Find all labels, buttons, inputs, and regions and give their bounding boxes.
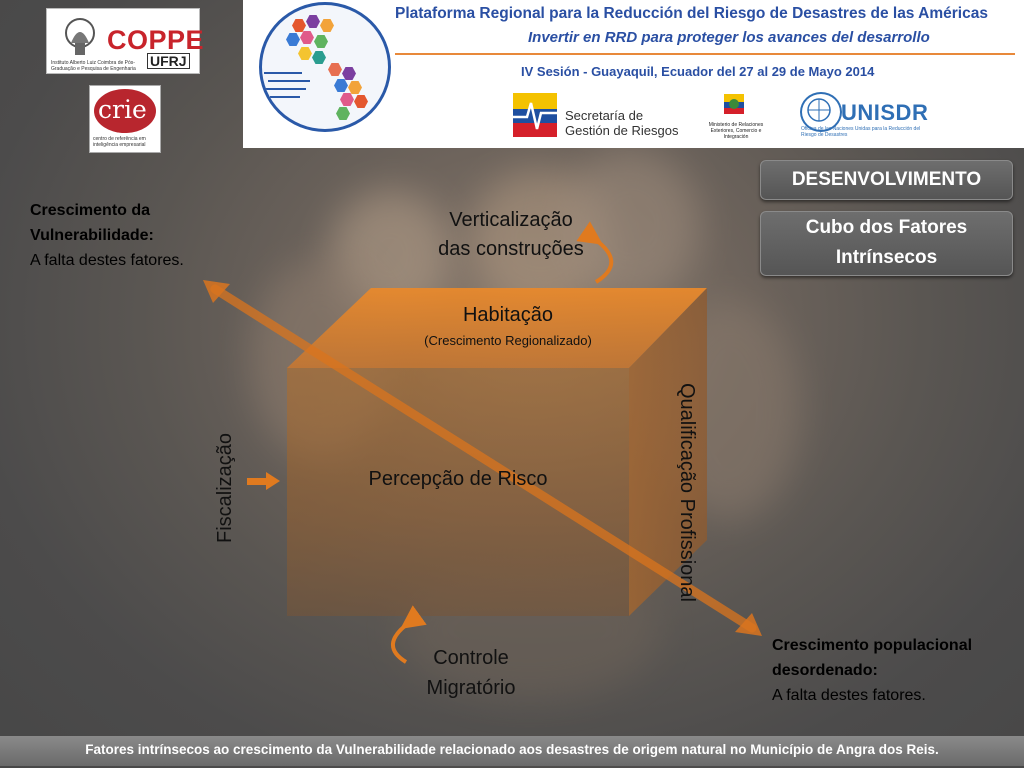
habitacao-sublabel: (Crescimento Regionalizado) bbox=[424, 333, 592, 348]
curved-arrow-top bbox=[576, 221, 614, 284]
coppe-logo-text: COPPE bbox=[107, 25, 205, 55]
banner-title: Plataforma Regional para la Reducción de… bbox=[395, 5, 988, 22]
sgr-line2: Gestión de Riesgos bbox=[565, 123, 679, 138]
crie-logo-text: crie bbox=[98, 95, 147, 124]
ministerio-crest-icon bbox=[724, 94, 744, 114]
habitacao-label: Habitação bbox=[462, 304, 554, 326]
ctrl-line2: Migratório bbox=[426, 677, 516, 699]
crie-logo: crie centro de referência em inteligênci… bbox=[89, 85, 161, 153]
footer-caption: Fatores intrínsecos ao crescimento da Vu… bbox=[85, 742, 939, 757]
event-banner: Plataforma Regional para la Reducción de… bbox=[243, 0, 1024, 148]
ufrj-logo-text: UFRJ bbox=[147, 53, 190, 69]
vert-line2: das construções bbox=[438, 238, 584, 260]
unisdr-text: UNISDR bbox=[841, 100, 929, 125]
vuln-title-line2: Vulnerabilidade: bbox=[30, 227, 154, 244]
fiscalizacao-label: Fiscalização bbox=[214, 432, 236, 543]
banner-session: IV Sesión - Guayaquil, Ecuador del 27 al… bbox=[521, 64, 875, 79]
vert-line1: Verticalização bbox=[449, 209, 573, 231]
cube-side-face bbox=[629, 288, 707, 616]
cube-top-face bbox=[287, 288, 707, 368]
cubo-line2: Intrínsecos bbox=[835, 247, 938, 268]
desenvolvimento-button[interactable]: DESENVOLVIMENTO bbox=[760, 160, 1013, 200]
secretaria-gestion-riesgos-icon bbox=[513, 93, 557, 137]
cubo-line1: Cubo dos Fatores bbox=[805, 217, 968, 238]
banner-divider bbox=[395, 53, 1015, 55]
crie-logo-caption: centro de referência em inteligência emp… bbox=[93, 136, 146, 148]
pop-title-line1: Crescimento populacional bbox=[772, 637, 973, 654]
secretaria-gestion-riesgos-text: Secretaría de Gestión de Riesgos bbox=[565, 108, 678, 138]
verticalizacao-label: Verticalização das construções bbox=[420, 206, 602, 264]
vuln-text: A falta destes fatores. bbox=[30, 252, 184, 269]
curved-arrow-bottom bbox=[391, 605, 427, 664]
controle-migratorio-label: Controle Migratório bbox=[396, 643, 546, 703]
crescimento-populacional-note: Crescimento populacional desordenado: A … bbox=[772, 633, 972, 708]
banner-subtitle: Invertir en RRD para proteger los avance… bbox=[528, 29, 930, 46]
coppe-ufrj-logo: COPPE UFRJ Instituto Alberto Luiz Coimbr… bbox=[46, 8, 204, 74]
qualificacao-profissional-label: Qualificação Profissional bbox=[676, 383, 698, 602]
cubo-fatores-button[interactable]: Cubo dos Fatores Intrínsecos bbox=[760, 211, 1013, 276]
percepcao-risco-label: Percepção de Risco bbox=[368, 468, 548, 490]
fiscalizacao-arrow-shaft bbox=[247, 478, 267, 485]
ministerio-text: Ministerio de Relaciones Exteriores, Com… bbox=[708, 122, 764, 140]
diagonal-arrow bbox=[210, 284, 757, 633]
fiscalizacao-arrow-head bbox=[266, 472, 280, 490]
unisdr-caption: Oficina de las Naciones Unidas para la R… bbox=[801, 126, 921, 138]
pop-text: A falta destes fatores. bbox=[772, 687, 926, 704]
footer-bar bbox=[0, 736, 1024, 766]
coppe-logo-caption: Instituto Alberto Luiz Coimbra de Pós-Gr… bbox=[51, 60, 136, 72]
americas-globe-icon bbox=[259, 2, 391, 132]
pop-title-line2: desordenado: bbox=[772, 662, 878, 679]
diagonal-arrow-head-start bbox=[203, 280, 230, 303]
sgr-line1: Secretaría de bbox=[565, 108, 644, 123]
un-emblem-icon bbox=[800, 92, 842, 132]
cube-front-face bbox=[287, 368, 629, 616]
ctrl-line1: Controle bbox=[433, 647, 509, 669]
diagonal-arrow-head-end bbox=[735, 613, 762, 636]
coppe-crest-icon bbox=[65, 18, 95, 55]
crie-logo-circle bbox=[94, 89, 156, 133]
vuln-title-line1: Crescimento da bbox=[30, 202, 151, 219]
crescimento-vulnerabilidade-note: Crescimento da Vulnerabilidade: A falta … bbox=[30, 198, 184, 273]
